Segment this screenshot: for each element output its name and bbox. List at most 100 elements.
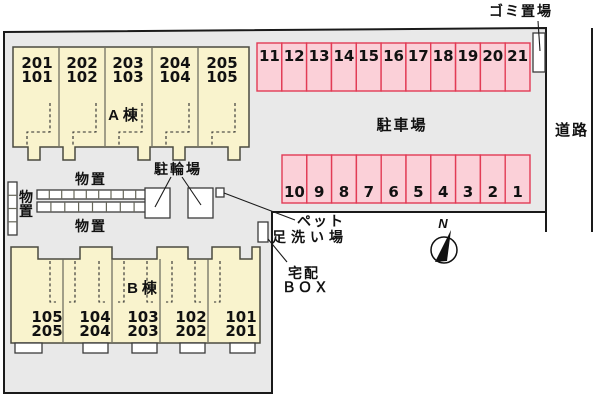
parking-stall-number: 7	[364, 183, 374, 201]
parking-stall	[380, 154, 407, 204]
balcony-dashed-line	[118, 103, 143, 147]
balcony-dashed-line	[214, 261, 221, 303]
unit-number-lower: 202	[175, 322, 206, 340]
unit-number-lower: 204	[79, 322, 110, 340]
balcony-dashed-line	[69, 261, 76, 303]
parking-stall	[355, 42, 382, 92]
delivery-box-area: 宅配 ＢＯＸ	[257, 221, 330, 295]
parking-stall	[504, 42, 531, 92]
parking-stall	[479, 154, 506, 204]
pet-wash-leader-line	[223, 192, 296, 221]
parking-stall	[479, 42, 506, 92]
balcony-dashed-line	[146, 261, 153, 303]
delivery-label-line1: 宅配	[288, 265, 320, 281]
parking-stall-number: 15	[358, 47, 379, 65]
unit-number-upper: 103	[127, 308, 158, 326]
parking-stall-number: 3	[463, 183, 473, 201]
parking-stall	[405, 42, 432, 92]
parking-stall-number: 5	[413, 183, 423, 201]
unit-number-upper: 205	[206, 54, 237, 72]
unit-number-upper: 202	[66, 54, 97, 72]
parking-stall	[380, 42, 407, 92]
garbage-leader-line	[537, 20, 541, 52]
storage-vertical-label-1: 物	[19, 189, 35, 205]
bike-parking-box	[187, 187, 214, 219]
bike-parking-label: 駐輪場	[154, 161, 202, 177]
bike-parking-leader-line	[181, 176, 202, 206]
building-b-outline	[10, 246, 261, 344]
building-a-name: A棟	[108, 106, 142, 124]
pet-wash-box	[215, 187, 225, 198]
pet-wash-label-line1: ペット	[297, 213, 345, 229]
balcony-dashed-line	[211, 103, 236, 147]
parking-stall-number: 8	[339, 183, 349, 201]
parking-stall-number: 17	[408, 47, 429, 65]
parking-stall-number: 21	[507, 47, 528, 65]
balcony-dashed-line	[194, 261, 201, 303]
storage-label-bottom: 物置	[75, 218, 107, 234]
compass-circle	[430, 236, 458, 264]
unit-number-upper: 102	[175, 308, 206, 326]
garbage-label: ゴミ置場	[489, 3, 553, 19]
balcony-dashed-line	[166, 261, 173, 303]
parking-stall-number: 1	[512, 183, 522, 201]
balcony-dashed-line	[26, 103, 51, 147]
unit-number-lower: 103	[112, 68, 143, 86]
delivery-label-line2: ＢＯＸ	[282, 279, 330, 295]
balcony-dashed-line	[165, 103, 190, 147]
balcony-dashed-line	[72, 103, 97, 147]
bike-parking-leader-line	[154, 176, 172, 208]
parking-lot-label: 駐車場	[376, 116, 427, 134]
storage-label-top: 物置	[75, 171, 107, 187]
parking-stall-number: 13	[309, 47, 330, 65]
unit-number-upper: 201	[21, 54, 52, 72]
balcony-dashed-line	[118, 261, 125, 303]
parking-stall	[430, 154, 457, 204]
unit-number-upper: 203	[112, 54, 143, 72]
unit-number-lower: 205	[31, 322, 62, 340]
parking-stall-number: 12	[284, 47, 305, 65]
parking-stall	[281, 42, 308, 92]
unit-number-upper: 105	[31, 308, 62, 326]
bike-parking: 駐輪場	[144, 161, 214, 219]
garbage-area: ゴミ置場	[489, 3, 553, 73]
delivery-box-leader-line	[267, 238, 288, 263]
porch	[179, 342, 206, 354]
parking-stall	[454, 42, 482, 92]
building-a: A棟 201 101 202 102 203 103 204 104 205 1…	[12, 46, 250, 161]
parking-stall	[504, 154, 531, 204]
porch	[14, 342, 43, 354]
pet-wash-label-line2: 足洗い場	[272, 229, 348, 245]
unit-number-lower: 201	[225, 322, 256, 340]
compass: N	[430, 216, 458, 264]
parking-stall	[305, 42, 333, 92]
parking-stall-number: 2	[488, 183, 498, 201]
parking-stall	[430, 42, 457, 92]
parking-stall	[281, 154, 308, 204]
unit-number-upper: 204	[159, 54, 190, 72]
unit-number-lower: 101	[21, 68, 52, 86]
parking-stall-number: 19	[457, 47, 478, 65]
compass-needle	[435, 230, 451, 262]
parking-stall-number: 16	[383, 47, 404, 65]
pet-wash-area: ペット 足洗い場	[215, 187, 348, 245]
unit-number-lower: 203	[127, 322, 158, 340]
building-b-name: B棟	[127, 279, 161, 297]
parking-stall-number: 11	[259, 47, 280, 65]
parking-stall-number: 14	[333, 47, 354, 65]
parking-stall-number: 20	[482, 47, 503, 65]
road-label: 道路	[555, 121, 589, 139]
parking-stall-number: 9	[314, 183, 324, 201]
unit-number-upper: 101	[225, 308, 256, 326]
parking-stall-number: 18	[433, 47, 454, 65]
parking-stall	[355, 154, 382, 204]
unit-number-lower: 102	[66, 68, 97, 86]
unit-number-upper: 104	[79, 308, 110, 326]
unit-number-lower: 105	[206, 68, 237, 86]
balcony-dashed-line	[98, 261, 105, 303]
porch	[131, 342, 158, 354]
building-a-outline	[12, 46, 250, 161]
parking-stall-number: 10	[284, 183, 305, 201]
